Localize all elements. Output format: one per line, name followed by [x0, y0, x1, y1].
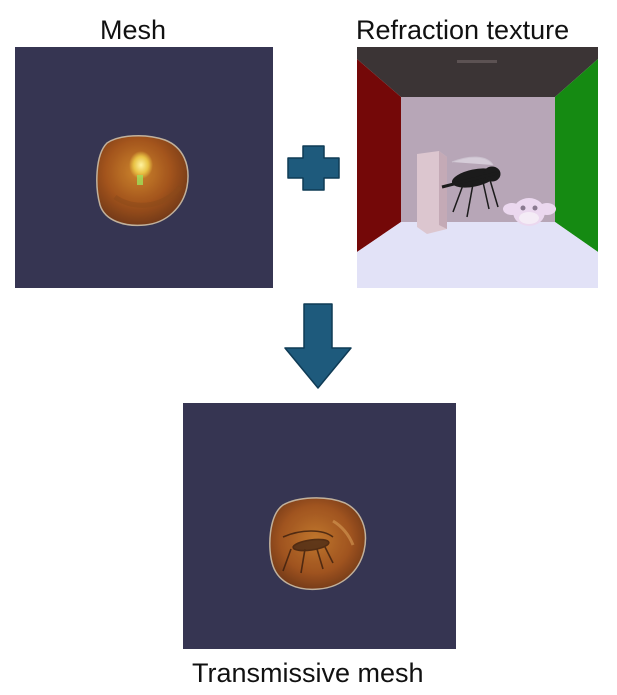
monkey-head	[503, 198, 556, 226]
mosquito	[441, 156, 501, 218]
plus-icon	[287, 145, 340, 191]
floor	[357, 222, 598, 288]
refraction-texture-panel	[357, 47, 598, 288]
cornell-box-render	[357, 47, 598, 288]
refraction-texture-label: Refraction texture	[356, 15, 570, 45]
left-wall	[357, 59, 401, 252]
transmissive-mesh-label: Transmissive mesh	[192, 658, 424, 688]
arrow-down-icon	[284, 303, 352, 389]
transmissive-mesh-render	[269, 497, 367, 591]
mesh-render	[96, 135, 189, 227]
right-wall	[555, 59, 598, 252]
transmissive-mesh-panel	[183, 403, 456, 649]
mesh-label: Mesh	[100, 15, 167, 45]
mesh-render-panel	[15, 47, 273, 288]
ceiling	[357, 47, 598, 97]
